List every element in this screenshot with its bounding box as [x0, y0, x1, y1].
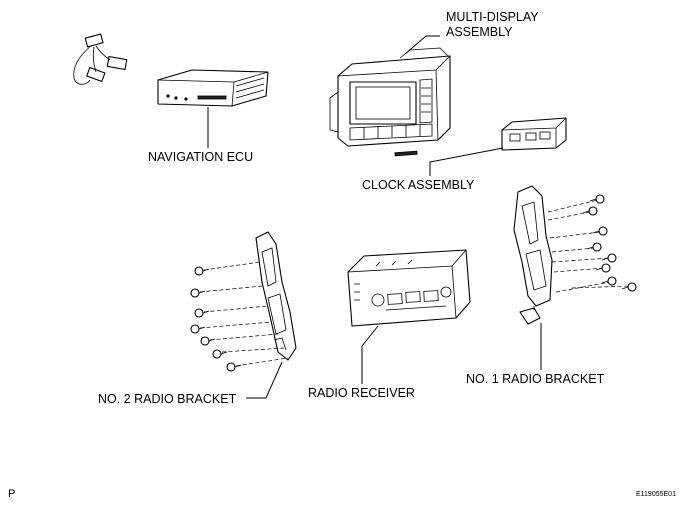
no1-bracket-label: NO. 1 RADIO BRACKET [466, 372, 605, 386]
bolt-icon [601, 253, 617, 263]
clock-assembly-leader [429, 147, 504, 176]
no2-bracket-leader [246, 361, 283, 399]
multi-display-assembly [329, 47, 451, 157]
bolt-icon [226, 362, 242, 372]
bolt-icon [589, 194, 605, 204]
multi-display-leader [404, 35, 440, 55]
clock-assembly-label: CLOCK ASSEMBLY [362, 178, 475, 192]
bolt-icon [595, 263, 611, 273]
radio-receiver-leader [361, 325, 379, 384]
no1-bracket-bolts [547, 194, 637, 293]
radio-receiver [347, 249, 471, 327]
multi-display-label-line1: MULTI-DISPLAY [446, 10, 539, 24]
bolt-icon [190, 324, 206, 334]
multi-display-label-line2: ASSEMBLY [446, 25, 513, 39]
bolt-icon [621, 282, 637, 292]
no1-radio-bracket [513, 185, 553, 325]
corner-letter: P [8, 488, 15, 500]
bolt-icon [601, 276, 617, 286]
navigation-ecu [157, 69, 269, 107]
figure-code: E119055E01 [636, 491, 676, 498]
no2-bracket-label: NO. 2 RADIO BRACKET [98, 392, 237, 406]
radio-receiver-label: RADIO RECEIVER [308, 386, 415, 400]
bolt-icon [200, 336, 216, 346]
wire-harness [73, 33, 128, 85]
clock-assembly [501, 117, 567, 151]
navigation-ecu-label: NAVIGATION ECU [148, 150, 253, 164]
no2-radio-bracket [255, 231, 297, 361]
bolt-icon [592, 226, 608, 236]
bolt-icon [582, 206, 598, 216]
no2-bracket-bolts [190, 261, 289, 372]
bolt-icon [586, 242, 602, 252]
bolt-icon [212, 349, 228, 359]
bolt-icon [190, 288, 206, 298]
bolt-icon [194, 266, 210, 276]
bolt-icon [194, 308, 210, 318]
